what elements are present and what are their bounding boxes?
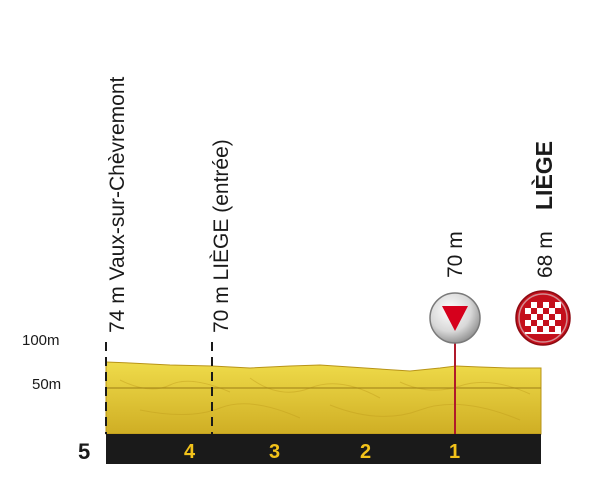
y-label-50m: 50m [32,376,61,393]
km-marker-4: 4 [184,441,196,463]
terrain-profile [105,361,542,435]
km-marker-2: 2 [360,441,371,463]
flamme-rouge-icon [429,292,481,344]
point-label-liege-entree: 70 m LIÈGE (entrée) [210,139,233,333]
point-label-vaux: 74 m Vaux-sur-Chèvremont [106,76,129,333]
km-marker-1: 1 [449,441,460,463]
km-marker-3: 3 [269,441,280,463]
km-bar [106,434,541,464]
point-label-finish-altitude: 68 m [534,231,557,278]
point-label-finish-name: LIÈGE [530,141,557,210]
finish-flag-icon [515,290,571,346]
y-label-100m: 100m [22,332,60,349]
km-start-label: 5 [78,439,90,464]
point-label-flamme-rouge: 70 m [444,231,467,278]
